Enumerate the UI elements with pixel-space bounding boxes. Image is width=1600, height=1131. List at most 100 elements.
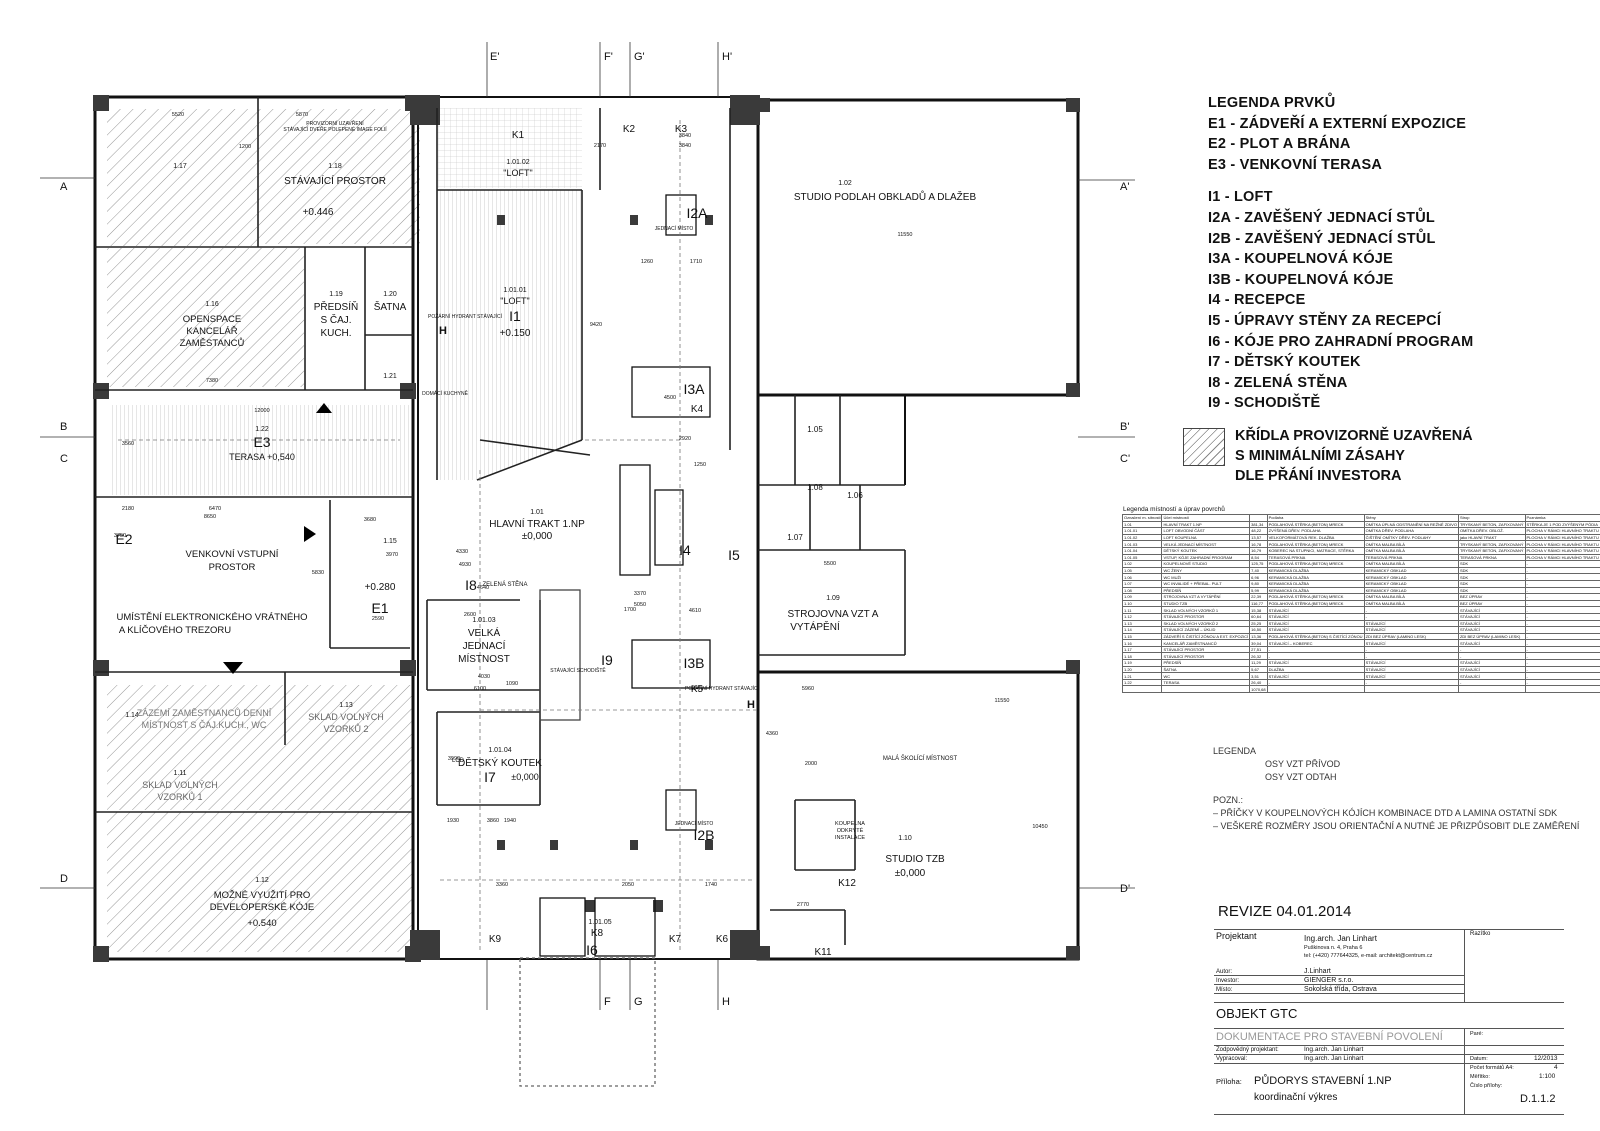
tb-stage: DOKUMENTACE PRO STAVEBNÍ POVOLENÍ [1216, 1031, 1443, 1043]
room-112-line1: MOŽNÉ VYUŽITÍ PRO [214, 890, 311, 901]
tb-zodp: Ing.arch. Jan Linhart [1304, 1046, 1364, 1053]
notes-vzt-supply: OSY VZT PŘÍVOD [1265, 759, 1341, 769]
label-k1: K1 [512, 130, 525, 141]
room-117-number: 1.17 [173, 163, 187, 170]
rooms-table-title: Legenda místností a úprav povrchů [1123, 506, 1225, 513]
hatch-zone-116 [107, 248, 304, 387]
tb-format-label: Počet formátů A4: [1470, 1065, 1514, 1071]
label-hydrant-h1: H [439, 325, 447, 337]
room-101-number: 1.01 [530, 509, 544, 516]
tb-address: Puškinova n. 4, Praha 6 [1304, 945, 1363, 951]
label-i1: I1 [509, 308, 521, 324]
room-113-line2: VZORKŮ 2 [323, 723, 368, 734]
rooms-table-cell: 1.01.02 [1121, 533, 1163, 542]
tb-investor: GIENGER s.r.o. [1304, 977, 1354, 984]
rooms-table-cell: TRYSKANÝ BETON, ZAFIXOVANÝ [1457, 520, 1526, 529]
rooms-table-cell: OMÍTKA MALBA BÍLÁ [1363, 599, 1459, 608]
room-loft-small-number: 1.01.02 [506, 159, 529, 166]
rooms-table-cell: 1.02 [1121, 560, 1163, 568]
rooms-table-cell: - [1524, 626, 1600, 634]
legend-e1: E1 - ZÁDVEŘÍ A EXTERNÍ EXPOZICE [1208, 115, 1467, 132]
label-i2b: I2B [693, 827, 714, 843]
room-10103-line3: MÍSTNOST [458, 652, 510, 665]
room-119-line1: PŘEDSÍŇ [314, 300, 358, 313]
entry-arrow-south [223, 662, 243, 674]
tb-autor: J.Linhart [1304, 968, 1331, 975]
dimension-label: 5870 [296, 112, 308, 118]
label-k4: K4 [691, 404, 704, 415]
room-101-name: HLAVNÍ TRAKT 1.NP [489, 517, 585, 530]
rooms-table-cell: 1.06 [1121, 573, 1163, 581]
room-120-name: ŠATNA [374, 300, 407, 313]
legend-i3a: I3A - KOUPELNOVÁ KÓJE [1208, 251, 1393, 268]
room-118-name: STÁVAJÍCÍ PROSTOR [284, 174, 386, 187]
rooms-table-cell: SDK [1457, 579, 1526, 588]
legend-e2: E2 - PLOT A BRÁNA [1208, 136, 1351, 153]
room-provisional: PROVIZORNÍ UZAVŘENÍ [306, 119, 364, 127]
legend-i3b: I3B - KOUPELNOVÁ KÓJE [1208, 271, 1394, 288]
dimension-label: 8650 [204, 514, 216, 520]
room-102-name: STUDIO PODLAH OBKLADŮ A DLAŽEB [794, 190, 977, 203]
rooms-table-cell: STÁVAJÍCÍ [1457, 665, 1526, 674]
dimension-label: 7380 [206, 378, 218, 384]
rooms-table-cell: - [1524, 672, 1600, 680]
label-kitchen: DOMÁCÍ KUCHYNĚ [422, 389, 469, 397]
room-119-line2: S ČAJ. [320, 313, 351, 326]
rooms-table-cell: STUDIO TZB [1161, 599, 1251, 608]
rooms-table-cell [1161, 685, 1251, 694]
rooms-table-cell: SDK [1457, 586, 1526, 595]
dimension-label: 4610 [689, 608, 701, 614]
label-i2a: I2A [686, 205, 708, 221]
rooms-table-cell: 125,75 [1249, 560, 1268, 568]
axis-label-b-prime: B' [1120, 421, 1129, 433]
rooms-table-cell: STÁVAJÍCÍ [1457, 626, 1526, 634]
hatch-legend-line2: S MINIMÁLNÍMI ZÁSAHY [1235, 448, 1405, 464]
axis-label-g: G [634, 996, 643, 1008]
rooms-table-cell: PLOCHA V RÁMCI HLAVNÍHO TRAKTU [1524, 527, 1600, 535]
room-109-number: 1.09 [826, 595, 840, 602]
rooms-table-cell: - [1363, 606, 1459, 614]
room-113-number: 1.13 [339, 702, 353, 709]
rooms-table-cell: DLAŽBA [1266, 665, 1365, 674]
rooms-table-cell: STÁVAJÍCÍ [1363, 672, 1459, 680]
rooms-table-cell: STÁVAJÍCÍ [1363, 626, 1459, 634]
dimension-label: 11550 [995, 698, 1010, 704]
dimension-label: 3970 [386, 552, 398, 558]
rooms-table-cell: PODLAHOVÁ STĚRKA (BETON) MRECK [1266, 540, 1365, 548]
legend-title: LEGENDA PRVKŮ [1208, 95, 1336, 111]
dimension-label: 3560 [122, 441, 134, 447]
rooms-table-cell: KERAMICKÁ DLAŽBA [1266, 586, 1365, 595]
rooms-table-cell: ŠATNA [1161, 665, 1251, 674]
rooms-table-cell: - [1363, 678, 1459, 687]
label-i3a: I3A [683, 381, 705, 397]
rooms-table-cell: KERAMICKÁ DLAŽBA [1266, 579, 1365, 588]
rooms-table-cell: SKLAD VOLNÝCH VZORKŮ 2 [1161, 619, 1251, 628]
rooms-table-cell: 1.01.01 [1121, 527, 1163, 535]
rooms-table-cell: PODLAHOVÁ STĚRKA (BETON) MRECK [1266, 599, 1365, 608]
rooms-table-cell: - [1457, 678, 1526, 687]
rooms-table-cell: jako HLAVNÍ TRAKT [1457, 533, 1526, 542]
axis-label-f-prime: F' [604, 51, 613, 63]
dimension-label: 5520 [172, 112, 184, 118]
rooms-table-cell: 60,64 [1249, 612, 1268, 621]
label-k3: K3 [675, 124, 688, 135]
rooms-table-cell: - [1266, 652, 1365, 661]
rooms-table-cell: KANCELÁŘ ZAMĚSTNANCŮ [1161, 639, 1251, 647]
rooms-table-cell: STÁVAJÍCÍ ZÁZEMÍ – ÚKLID [1161, 626, 1251, 634]
dimension-label: 1740 [705, 882, 717, 888]
rooms-table-cell: - [1524, 560, 1600, 568]
room-entry-line1: VENKOVNÍ VSTUPNÍ [186, 549, 279, 560]
axis-label-b: B [60, 421, 67, 433]
rooms-table-cell: PODLAHOVÁ STĚRKA (BETON) MRECK [1266, 593, 1365, 601]
label-k2: K2 [623, 124, 636, 135]
rooms-table-cell: 16,50 [1249, 626, 1268, 634]
dimension-label: 10450 [1032, 824, 1047, 830]
hatch-zone-112 [107, 812, 412, 952]
label-k9: K9 [489, 934, 502, 945]
